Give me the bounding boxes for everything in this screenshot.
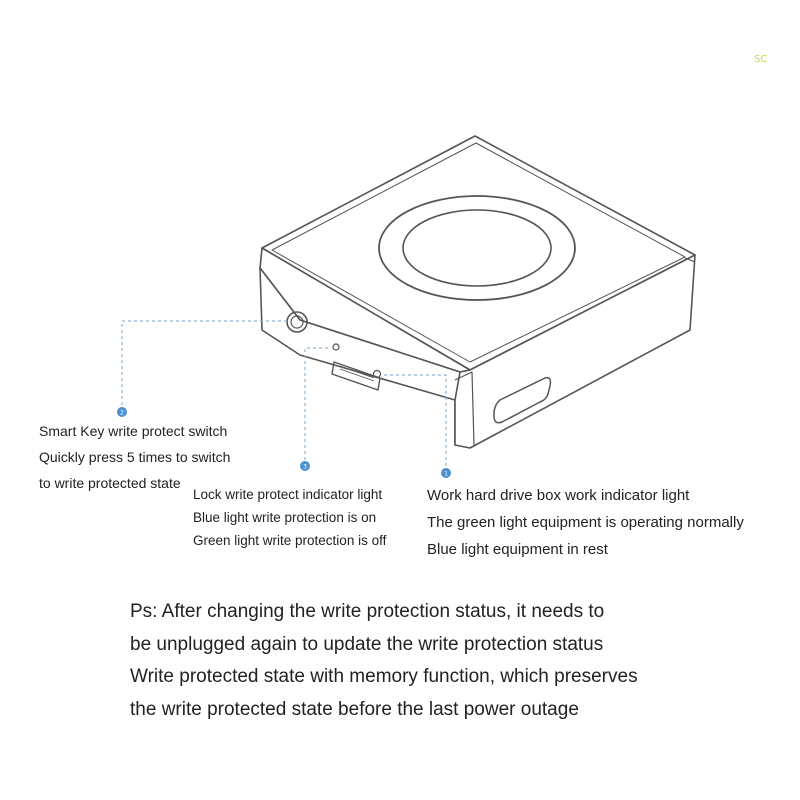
device-right-bevel <box>684 257 696 263</box>
device-corner-bevel <box>454 371 475 446</box>
leader-line-lock-light <box>304 347 328 463</box>
button-inner-ring <box>402 209 552 287</box>
note-line: Write protected state with memory functi… <box>130 666 638 687</box>
device-top-bevel <box>271 142 686 363</box>
marker-lock-light <box>300 461 310 471</box>
note-line: be unplugged again to update the write p… <box>130 633 604 655</box>
callout-smart-key: Smart Key write protect switch Quickly p… <box>39 418 230 496</box>
callout-line: Blue light write protection is on <box>193 510 377 525</box>
callout-line: The green light equipment is operating n… <box>427 514 744 531</box>
note-line: Ps: After changing the write protection … <box>130 601 605 622</box>
marker-work-light <box>441 468 451 478</box>
callout-line: to write protected state <box>39 475 181 491</box>
smart-key-button-icon <box>286 311 308 333</box>
marker-smart-key <box>117 407 127 417</box>
note-line: the write protected state before the las… <box>130 698 579 720</box>
callout-work-light: Work hard drive box work indicator light… <box>427 482 744 563</box>
marker-smart-key-label: 2 <box>120 410 124 417</box>
device-right-face <box>454 254 696 449</box>
callout-line: Lock write protect indicator light <box>193 487 383 502</box>
leader-line-work-light <box>384 374 447 470</box>
callout-line: Green light write protection is off <box>193 533 387 548</box>
marker-lock-light-label: 3 <box>303 464 307 471</box>
watermark-text: SC <box>754 54 768 65</box>
lock-indicator-led-icon <box>332 343 340 351</box>
ps-note: Ps: After changing the write protection … <box>130 596 638 726</box>
work-indicator-led-icon <box>372 369 382 379</box>
callout-line: Work hard drive box work indicator light <box>427 487 690 504</box>
callout-line: Smart Key write protect switch <box>39 423 228 439</box>
usb-port-icon <box>331 361 381 391</box>
button-outer-ring <box>378 195 576 301</box>
leader-line-smart-key <box>121 320 287 410</box>
marker-work-light-label: 1 <box>444 471 448 478</box>
side-slot-icon <box>493 376 552 424</box>
callout-markers: 2 3 1 <box>117 407 451 478</box>
callout-line: Blue light equipment in rest <box>427 541 608 558</box>
callout-lock-light: Lock write protect indicator light Blue … <box>193 483 386 552</box>
leader-lines <box>121 320 447 470</box>
hard-drive-box-illustration <box>259 135 696 449</box>
callout-line: Quickly press 5 times to switch <box>39 449 231 465</box>
